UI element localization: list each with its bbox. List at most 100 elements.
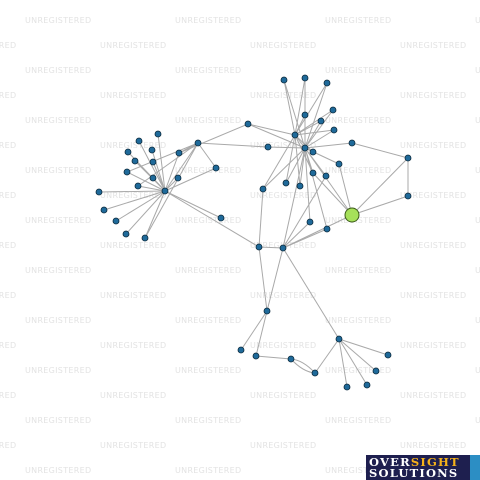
watermark-text: UNREGISTERED [475, 316, 480, 325]
watermark-text: UNREGISTERED [475, 66, 480, 75]
watermark-text: UNREGISTERED [100, 241, 166, 250]
watermark-text: UNREGISTERED [475, 116, 480, 125]
graph-node[interactable] [279, 244, 287, 252]
graph-node[interactable] [301, 111, 309, 119]
watermark-text: UNREGISTERED [25, 416, 91, 425]
watermark-text: UNREGISTERED [100, 341, 166, 350]
graph-node[interactable] [263, 307, 271, 315]
graph-node[interactable] [255, 243, 263, 251]
graph-node[interactable] [348, 139, 356, 147]
graph-node[interactable] [148, 146, 156, 154]
graph-node[interactable] [175, 149, 183, 157]
graph-node[interactable] [323, 225, 331, 233]
graph-node[interactable] [100, 206, 108, 214]
watermark-text: UNREGISTERED [250, 91, 316, 100]
graph-node[interactable] [134, 182, 142, 190]
edge [290, 358, 316, 374]
graph-node[interactable] [306, 218, 314, 226]
graph-node[interactable] [335, 335, 343, 343]
graph-node[interactable] [237, 346, 245, 354]
edge [240, 310, 268, 351]
graph-node[interactable] [280, 76, 288, 84]
edge [294, 77, 306, 136]
graph-node[interactable] [161, 187, 169, 195]
graph-node[interactable] [311, 369, 319, 377]
graph-node[interactable] [112, 217, 120, 225]
edge [294, 114, 306, 136]
watermark-text: UNREGISTERED [0, 441, 16, 450]
edge [304, 147, 328, 230]
graph-node[interactable] [131, 157, 139, 165]
graph-node[interactable] [330, 126, 338, 134]
edge [285, 147, 306, 184]
graph-node[interactable] [217, 214, 225, 222]
watermark-text: UNREGISTERED [0, 191, 16, 200]
edge [255, 310, 268, 357]
watermark-text: UNREGISTERED [250, 391, 316, 400]
focus-node[interactable] [344, 207, 360, 223]
graph-node[interactable] [404, 154, 412, 162]
graph-node[interactable] [252, 352, 260, 360]
graph-node[interactable] [122, 230, 130, 238]
graph-node[interactable] [141, 234, 149, 242]
edge [197, 142, 217, 169]
watermark-text: UNREGISTERED [250, 141, 316, 150]
watermark-text: UNREGISTERED [400, 91, 466, 100]
graph-node[interactable] [301, 144, 309, 152]
watermark-text: UNREGISTERED [250, 41, 316, 50]
watermark-layer: UNREGISTERED UNREGISTERED UNREGISTERED UNRE… [0, 16, 480, 475]
edge [164, 190, 222, 219]
edge [285, 134, 296, 184]
graph-node[interactable] [309, 148, 317, 156]
graph-node[interactable] [259, 185, 267, 193]
graph-node[interactable] [123, 168, 131, 176]
graph-node[interactable] [301, 74, 309, 82]
logo-line-1: OVERSIGHT [369, 456, 460, 468]
graph-node[interactable] [404, 192, 412, 200]
graph-node[interactable] [322, 172, 330, 180]
watermark-text: UNREGISTERED [0, 291, 16, 300]
graph-node[interactable] [149, 158, 157, 166]
graph-node[interactable] [282, 179, 290, 187]
watermark-text: UNREGISTERED [475, 366, 480, 375]
edge [262, 147, 306, 190]
graph-node[interactable] [124, 148, 132, 156]
graph-node[interactable] [244, 120, 252, 128]
graph-node[interactable] [174, 174, 182, 182]
edge [178, 123, 249, 154]
graph-node[interactable] [154, 130, 162, 138]
graph-node[interactable] [135, 137, 143, 145]
graph-node[interactable] [329, 106, 337, 114]
edge [290, 358, 316, 374]
edge [151, 149, 166, 192]
edge [144, 190, 166, 239]
graph-node[interactable] [343, 383, 351, 391]
edge [351, 142, 409, 159]
graph-node[interactable] [335, 160, 343, 168]
graph-node[interactable] [317, 117, 325, 125]
edge [262, 134, 296, 190]
graph-node[interactable] [291, 131, 299, 139]
graph-node[interactable] [384, 351, 392, 359]
edge [304, 82, 328, 149]
graph-node[interactable] [95, 188, 103, 196]
watermark-text: UNREGISTERED [325, 266, 391, 275]
watermark-text: UNREGISTERED [475, 266, 480, 275]
watermark-text: UNREGISTERED [25, 316, 91, 325]
graph-node[interactable] [194, 139, 202, 147]
watermark-text: UNREGISTERED [475, 166, 480, 175]
edge [282, 228, 328, 249]
graph-node[interactable] [323, 79, 331, 87]
graph-node[interactable] [309, 169, 317, 177]
graph-node[interactable] [212, 164, 220, 172]
edge [338, 338, 377, 372]
graph-node[interactable] [372, 367, 380, 375]
edge [126, 171, 166, 192]
edge [126, 142, 199, 173]
watermark-text: UNREGISTERED [25, 216, 91, 225]
graph-node[interactable] [296, 182, 304, 190]
graph-node[interactable] [149, 174, 157, 182]
graph-node[interactable] [363, 381, 371, 389]
graph-node[interactable] [287, 355, 295, 363]
graph-node[interactable] [264, 143, 272, 151]
